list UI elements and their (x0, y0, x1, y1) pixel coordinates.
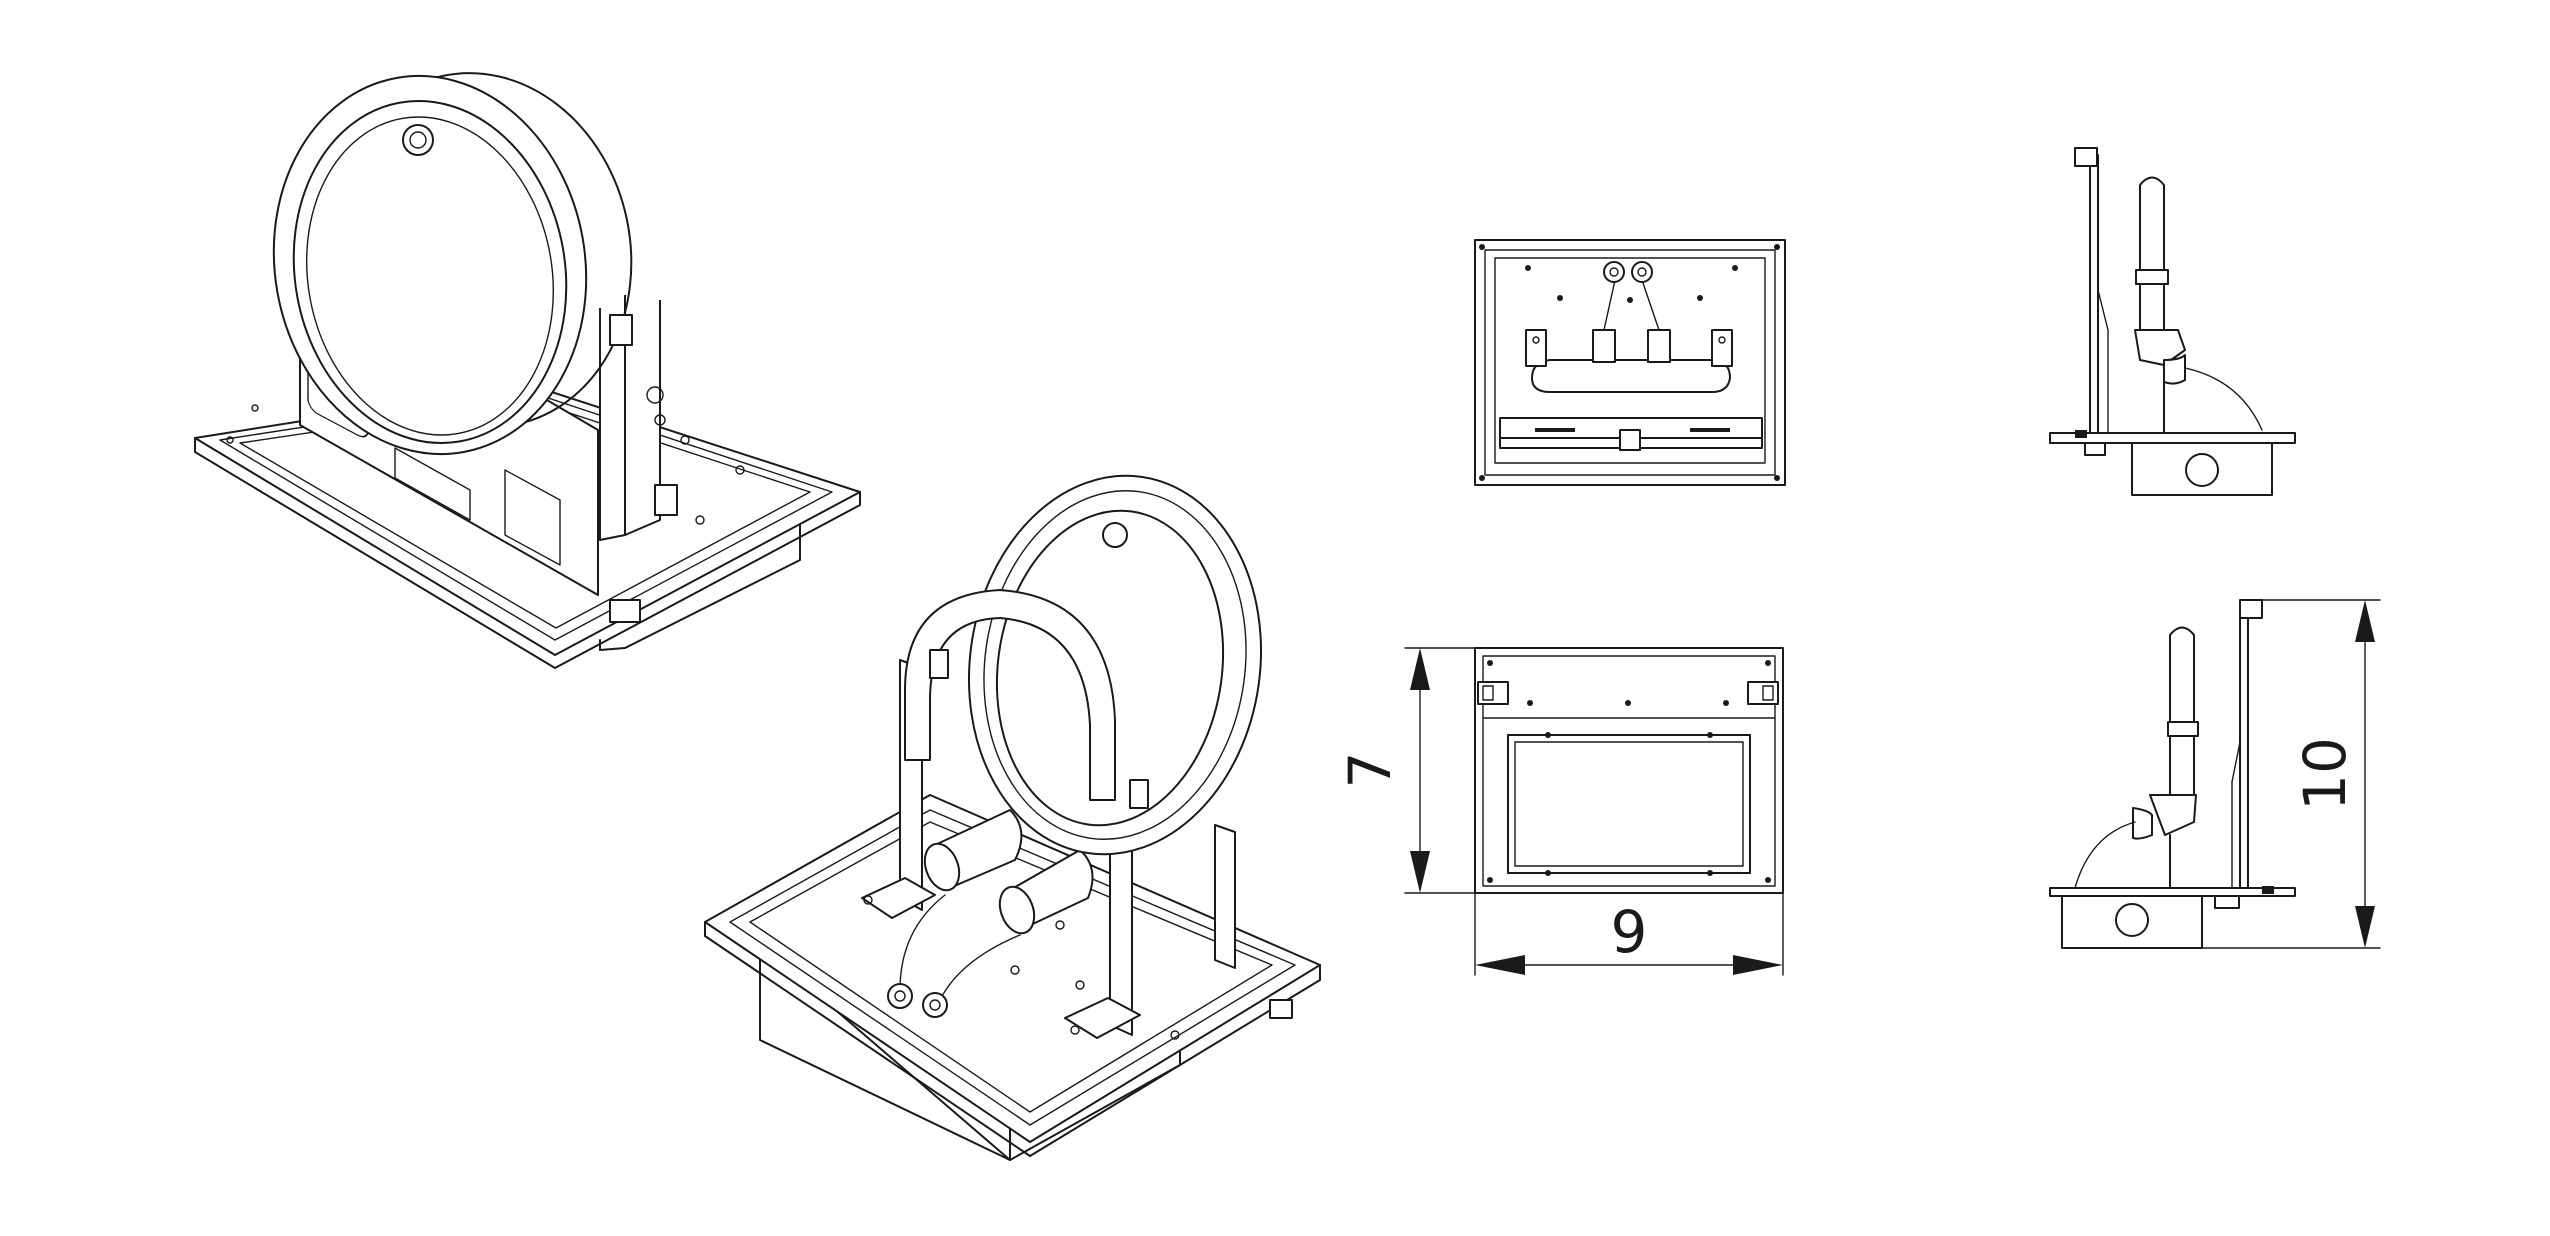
side-view-upper (2049, 147, 2296, 496)
dimension-depth-label: 10 (2291, 737, 2359, 811)
dimension-width (1474, 892, 1784, 976)
front-view (1474, 647, 1784, 894)
dimension-depth (2201, 599, 2381, 949)
top-view (1474, 239, 1786, 486)
dimension-height-label: 7 (1336, 752, 1404, 789)
dimension-width-label: 9 (1611, 898, 1648, 966)
isometric-view-front (194, 72, 861, 669)
side-view-lower (2049, 599, 2296, 949)
isometric-view-rear (704, 474, 1321, 1161)
dimension-height (1404, 647, 1476, 894)
